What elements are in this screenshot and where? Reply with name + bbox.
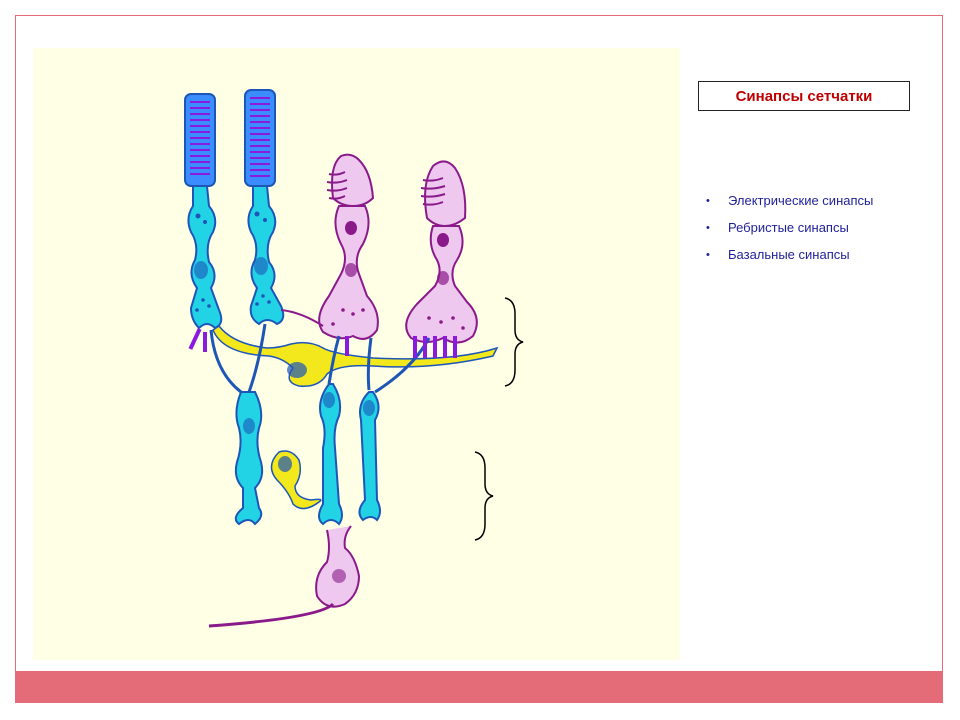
list-item: • Электрические синапсы [706,192,936,219]
amacrine-cell [270,450,322,510]
horizontal-cell [212,324,499,387]
ribbon-synapses [188,328,457,358]
slide-title: Синапсы сетчатки [698,81,910,111]
rod-photoreceptor-2 [244,89,285,326]
rod-photoreceptor-1 [184,93,223,330]
bipolar-cell-1 [209,323,267,526]
bullet-text-basal: Базальные синапсы [728,247,850,262]
bullet-text-ribbon: Ребристые синапсы [728,220,849,235]
list-item: • Базальные синапсы [706,246,936,273]
layer-bracket-inner-plexiform [474,451,494,541]
gap-junction-strand [280,309,324,327]
bullet-icon: • [706,222,710,234]
cone-photoreceptor-2 [405,160,478,344]
bipolar-cell-2 [318,335,343,526]
bullet-icon: • [706,195,710,207]
bipolar-cell-3 [358,337,431,522]
bullet-icon: • [706,249,710,261]
layer-bracket-outer-plexiform [504,297,524,387]
cone-photoreceptor-1 [318,153,379,340]
bullet-text-electrical: Электрические синапсы [728,193,874,208]
retina-diagram-panel [33,48,680,660]
list-item: • Ребристые синапсы [706,219,936,246]
ganglion-cell [208,525,361,628]
retina-synapse-diagram [184,89,524,628]
synapse-type-list: • Электрические синапсы • Ребристые сина… [706,192,936,273]
footer-accent-bar [15,671,943,703]
